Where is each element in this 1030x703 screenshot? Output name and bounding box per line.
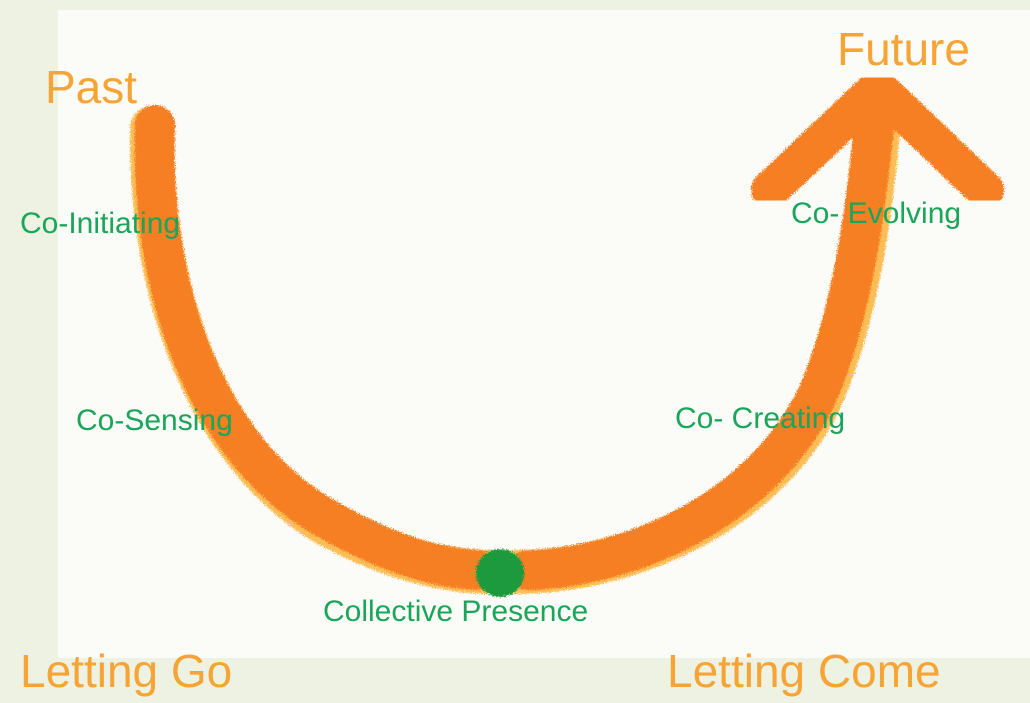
green-dot-icon: [476, 549, 524, 597]
co-evolving-label: Co- Evolving: [791, 199, 961, 229]
past-label: Past: [45, 64, 137, 110]
collective-presence-label: Collective Presence: [323, 597, 588, 627]
letting-come-label: Letting Come: [667, 648, 941, 694]
letting-go-label: Letting Go: [20, 648, 232, 694]
co-creating-label: Co- Creating: [675, 404, 845, 434]
arrow-body-right: [528, 110, 876, 570]
arrow-body-left: [155, 125, 478, 570]
future-label: Future: [837, 26, 970, 72]
co-initiating-label: Co-Initiating: [20, 209, 180, 239]
co-sensing-label: Co-Sensing: [76, 406, 233, 436]
